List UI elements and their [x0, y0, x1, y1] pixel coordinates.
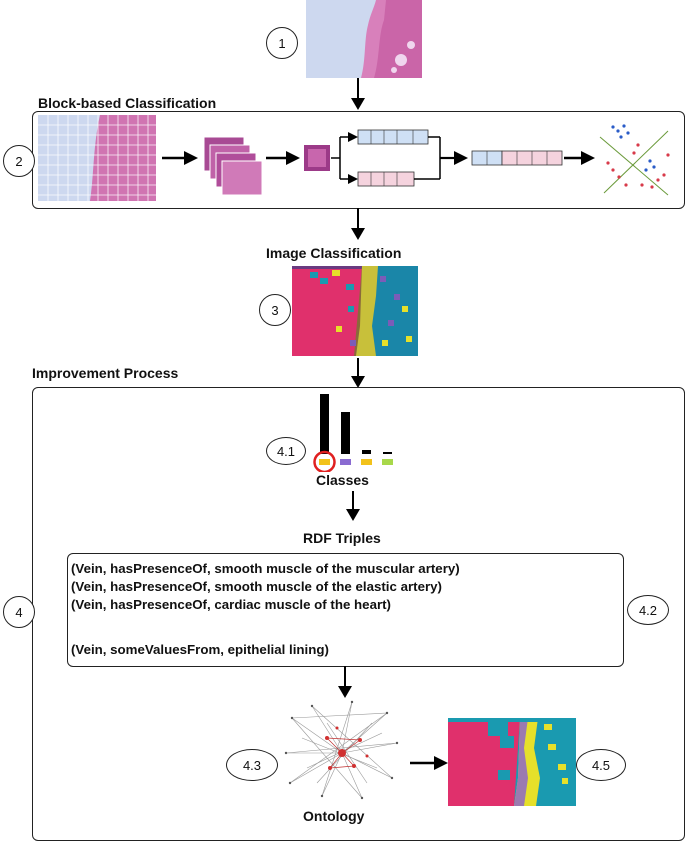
- class-highlight-circle: [313, 450, 336, 472]
- step-4-3-marker: 4.3: [226, 749, 278, 781]
- block-classification-diagram: [38, 115, 670, 201]
- triple-2: (Vein, hasPresenceOf, smooth muscle of t…: [71, 579, 442, 594]
- class-swatch-4: [382, 459, 393, 465]
- step-4-2-marker: 4.2: [627, 595, 669, 625]
- step-2-marker: 2: [3, 145, 35, 177]
- arrow-3-to-4: [351, 358, 365, 388]
- arrow-1-to-2: [351, 78, 365, 110]
- step-4-3-label: 4.3: [242, 757, 262, 773]
- triple-1: (Vein, hasPresenceOf, smooth muscle of t…: [71, 561, 460, 576]
- image-classification-title: Image Classification: [266, 245, 402, 261]
- classified-image-map: [292, 266, 418, 356]
- class-bar-2: [341, 412, 350, 454]
- arrow-2-to-3: [351, 208, 365, 240]
- block-classification-title: Block-based Classification: [38, 95, 217, 111]
- step-4-1-marker: 4.1: [266, 437, 306, 465]
- class-bar-4: [383, 452, 392, 454]
- step-4-5-label: 4.5: [591, 757, 611, 773]
- step-4-5-marker: 4.5: [576, 749, 626, 781]
- step-1-label: 1: [278, 35, 286, 51]
- class-swatch-2: [340, 459, 351, 465]
- step-4-label: 4: [15, 604, 23, 620]
- class-bar-3: [362, 450, 371, 454]
- step-3-marker: 3: [259, 294, 291, 326]
- arrow-classes-to-rdf: [346, 491, 360, 521]
- rdf-triples-label: RDF Triples: [303, 530, 381, 546]
- ontology-graph: [284, 700, 399, 800]
- step-4-1-label: 4.1: [276, 443, 296, 459]
- rdf-triples-box: (Vein, hasPresenceOf, smooth muscle of t…: [67, 553, 624, 667]
- step-4-marker: 4: [3, 596, 35, 628]
- improvement-process-title: Improvement Process: [32, 365, 179, 381]
- arrow-ontology-to-result: [410, 756, 448, 770]
- triple-4: (Vein, someValuesFrom, epithelial lining…: [71, 642, 329, 657]
- class-swatch-1: [319, 459, 330, 465]
- step-2-label: 2: [15, 153, 23, 169]
- triple-3: (Vein, hasPresenceOf, cardiac muscle of …: [71, 597, 391, 612]
- class-bar-1: [320, 394, 329, 454]
- class-swatch-3: [361, 459, 372, 465]
- step-3-label: 3: [271, 302, 279, 318]
- class-histogram: [313, 394, 393, 472]
- step-1-marker: 1: [266, 27, 298, 59]
- classes-label: Classes: [316, 472, 369, 488]
- arrow-rdf-to-ontology: [338, 666, 352, 698]
- step-4-2-label: 4.2: [638, 602, 658, 618]
- ontology-label: Ontology: [303, 808, 365, 824]
- histology-slide-image: [306, 0, 422, 78]
- improved-classification-map: [448, 718, 576, 806]
